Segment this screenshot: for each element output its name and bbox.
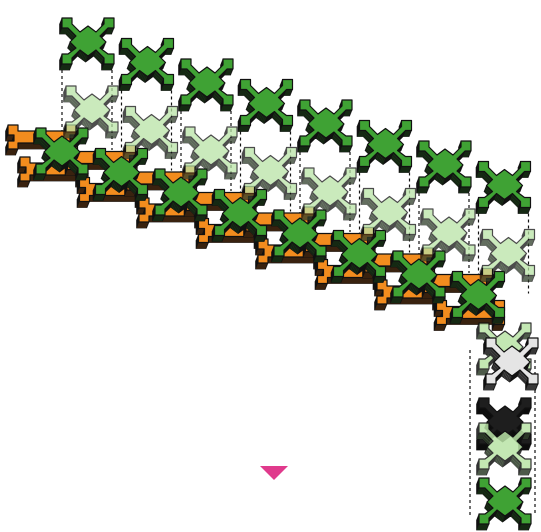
ghost-connector-piece: [302, 168, 356, 220]
step-arrow: [260, 466, 288, 480]
ghost-connector-piece: [64, 86, 118, 138]
top-connector-piece: [179, 59, 233, 111]
ghost-connector-piece: [123, 107, 177, 159]
ghost-connector-piece: [361, 189, 415, 241]
ghost-connector-piece: [480, 230, 534, 282]
down-arrow-icon: [260, 466, 288, 480]
ghost-connector-piece: [242, 148, 296, 200]
ghost-connector-piece: [421, 209, 475, 261]
top-connector-piece: [417, 141, 471, 193]
top-connector-piece: [298, 100, 352, 152]
top-connector-piece: [476, 162, 530, 214]
top-connector-piece: [60, 18, 114, 70]
end-green-piece: [477, 478, 531, 530]
end-column-pieces: [477, 323, 538, 530]
top-connector-piece: [119, 39, 173, 91]
top-connector-piece: [238, 80, 292, 132]
ghost-connector-piece: [183, 127, 237, 179]
top-connector-piece: [357, 121, 411, 173]
